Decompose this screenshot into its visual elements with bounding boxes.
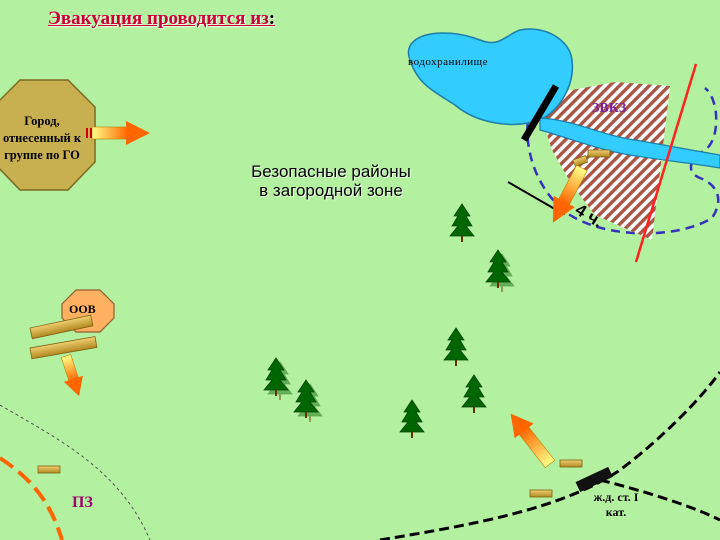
tree-icon xyxy=(294,380,322,422)
tree-icon xyxy=(449,203,475,243)
railway-main xyxy=(379,371,720,540)
pz-label: ПЗ xyxy=(72,494,93,511)
building-icon xyxy=(37,465,61,474)
tree-icon xyxy=(443,327,469,367)
railway-branch xyxy=(599,478,720,522)
reservoir xyxy=(407,28,574,126)
page-title: Эвакуация проводится из: xyxy=(48,8,275,30)
building-icon xyxy=(529,489,553,498)
building-icon xyxy=(587,149,611,158)
city-label: Город, отнесенный к группе по ГО xyxy=(2,114,82,162)
arrow-icon xyxy=(86,121,150,145)
arrow-icon xyxy=(552,164,588,223)
tree-icon xyxy=(264,358,292,400)
zvkz-label: ЗВКЗ xyxy=(592,101,627,116)
arrow-icon xyxy=(510,413,556,469)
reservoir-label: водохранилище xyxy=(408,56,489,68)
zvkz-zone xyxy=(540,82,670,240)
title-text: Эвакуация проводится из xyxy=(48,8,269,29)
tree-icon xyxy=(461,374,487,414)
district-boundary xyxy=(0,404,151,540)
building-icon xyxy=(29,336,98,360)
oov-label: ООВ xyxy=(69,302,96,316)
pz-dashed-line xyxy=(0,456,64,540)
red-boundary-line xyxy=(634,63,698,263)
arrow-icon xyxy=(60,354,83,396)
station-label: ж.д. ст. I кат. xyxy=(593,490,639,519)
building-icon xyxy=(29,314,94,340)
city-octagon xyxy=(0,79,96,191)
river xyxy=(539,117,720,169)
building-icon xyxy=(559,459,583,468)
hours-pointer xyxy=(507,181,561,213)
station-building xyxy=(575,466,613,493)
zone-dashed-boundary xyxy=(526,87,720,235)
title-colon: : xyxy=(268,8,276,29)
safe-zone-label: Безопасные районы в загородной зоне xyxy=(251,162,411,200)
tree-icon xyxy=(486,250,514,292)
tree-icon xyxy=(399,399,425,439)
dam xyxy=(520,84,560,142)
